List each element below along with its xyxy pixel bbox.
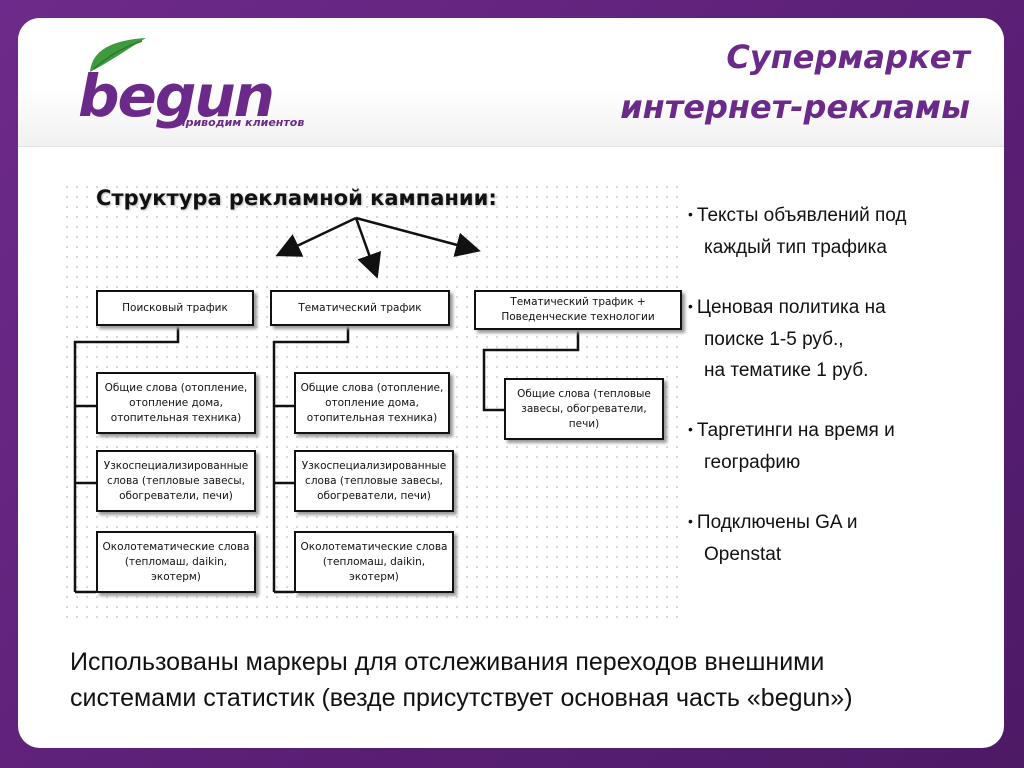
footer-note: Использованы маркеры для отслеживания пе… — [70, 644, 970, 716]
connector-col3 — [482, 328, 580, 412]
slide-title-line1: Супермаркет — [726, 38, 970, 76]
bullet-item: •Подключены GA и Openstat — [688, 512, 858, 565]
slide-title: Супермаркет интернет-рекламы — [620, 32, 970, 132]
box-label: Тематический трафик + Поведенческие техн… — [501, 296, 655, 323]
box-search-traffic: Поисковый трафик — [96, 290, 254, 326]
box-label: Узкоспециализированные слова (тепловые з… — [301, 459, 447, 502]
box-label: Общие слова (тепловые завесы, обогревате… — [517, 387, 651, 430]
logo-word: begun — [78, 62, 275, 130]
box-label: Поисковый трафик — [122, 301, 228, 314]
box-thematic-specialized: Узкоспециализированные слова (тепловые з… — [294, 450, 454, 512]
footer-line1: Использованы маркеры для отслеживания пе… — [70, 648, 825, 676]
bullet-item: •Таргетинги на время и географию — [688, 420, 895, 473]
box-label: Тематический трафик — [298, 301, 422, 314]
box-label: Околотематические слова (тепломаш, daiki… — [300, 540, 448, 583]
leaf-icon — [90, 38, 146, 72]
box-search-general: Общие слова (отопление, отопление дома, … — [96, 372, 256, 434]
arrow-to-search — [275, 216, 357, 257]
bullet-item: •Ценовая политика на поиске 1-5 руб., на… — [688, 297, 886, 381]
begun-logo: begun приводим клиентов — [78, 36, 348, 136]
box-thematic-related: Околотематические слова (тепломаш, daiki… — [294, 531, 454, 593]
box-thematic-traffic: Тематический трафик — [270, 290, 450, 326]
box-label: Околотематические слова (тепломаш, daiki… — [102, 540, 250, 583]
box-search-related: Околотематические слова (тепломаш, daiki… — [96, 531, 256, 593]
connector-col2 — [272, 324, 350, 592]
connector-col1 — [73, 324, 180, 592]
bullet-item: •Тексты объявлений под каждый тип трафик… — [688, 205, 907, 258]
diagram-title: Структура рекламной кампании: — [96, 186, 497, 210]
bullet-list: •Тексты объявлений под каждый тип трафик… — [688, 200, 988, 599]
logo-tagline: приводим клиентов — [178, 116, 305, 129]
header-band — [18, 18, 1004, 147]
diagram-connectors — [73, 216, 580, 594]
box-behavioral-traffic: Тематический трафик + Поведенческие техн… — [474, 290, 682, 330]
box-behavioral-general: Общие слова (тепловые завесы, обогревате… — [504, 378, 664, 440]
slide-title-line2: интернет-рекламы — [620, 88, 970, 126]
arrow-to-behavioral — [355, 216, 481, 257]
box-label: Общие слова (отопление, отопление дома, … — [104, 381, 248, 424]
box-label: Узкоспециализированные слова (тепловые з… — [103, 459, 249, 502]
box-thematic-general: Общие слова (отопление, отопление дома, … — [294, 372, 450, 434]
slide: begun приводим клиентов Супермаркет инте… — [18, 18, 1004, 748]
box-label: Общие слова (отопление, отопление дома, … — [300, 381, 444, 424]
footer-line2: системами статистик (везде присутствует … — [70, 684, 853, 712]
arrow-to-thematic — [354, 217, 382, 279]
box-search-specialized: Узкоспециализированные слова (тепловые з… — [96, 450, 256, 512]
